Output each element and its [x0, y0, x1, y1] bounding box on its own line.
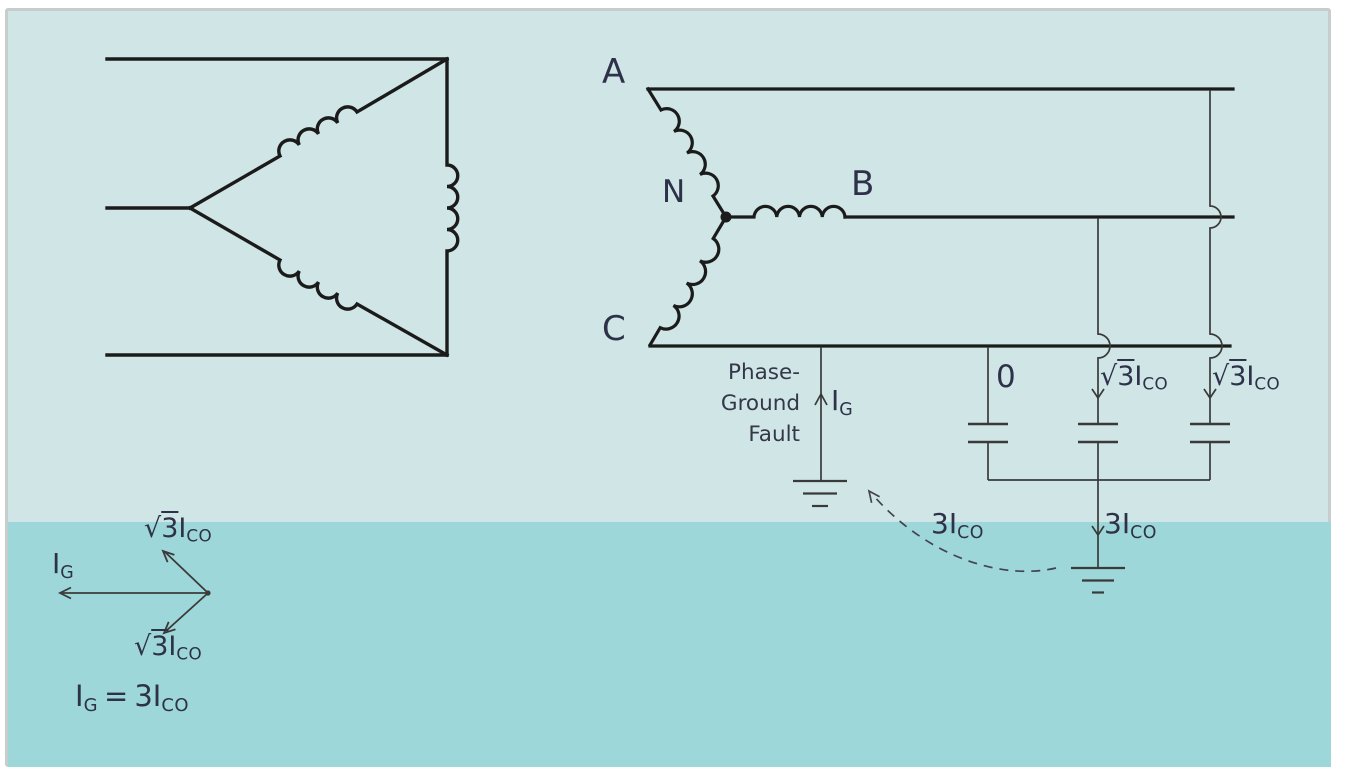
neutral-junction-dot [720, 211, 732, 223]
ground-symbol-fault [793, 479, 847, 508]
delta-lower-coil [187, 205, 450, 358]
vector-lower-line [165, 592, 209, 632]
label-fault-line2: Ground [720, 391, 800, 416]
label-fault-line1: Phase- [728, 360, 800, 385]
dashed-return-current [867, 489, 1057, 573]
label-neutral-ground-current: 3ICO [1104, 507, 1157, 543]
label-dashed-return-current: 3ICO [931, 507, 984, 543]
label-phase-b: B [851, 164, 875, 204]
wye-winding [645, 86, 1235, 348]
delta-winding [105, 56, 460, 358]
arrowhead-dashed-return [867, 489, 881, 503]
delta-upper-coil [187, 56, 450, 211]
vector-origin-dot [205, 590, 211, 596]
label-vector-top: √3ICO [144, 513, 213, 546]
label-fault-current: IG [831, 384, 854, 420]
label-fault-line3: Fault [748, 422, 800, 447]
vector-diagram [57, 549, 211, 635]
capacitor-phase-a [1190, 422, 1230, 444]
label-zero-current: 0 [996, 359, 1016, 395]
label-sqrt3ico-b: √3ICO [1100, 361, 1169, 394]
arrowhead-fault-up [814, 392, 828, 406]
label-vector-ig: IG [52, 547, 75, 583]
wye-coil-b [724, 204, 847, 219]
capacitive-network [968, 90, 1230, 594]
delta-right-coil [445, 57, 460, 357]
arrowhead-vector-ig [57, 586, 72, 600]
capacitor-phase-c [968, 422, 1008, 444]
wye-coil-c [647, 214, 729, 348]
dropper-phase-b [1097, 218, 1111, 423]
label-phase-a: A [602, 52, 626, 92]
label-sqrt3ico-a: √3ICO [1212, 361, 1281, 394]
label-neutral: N [662, 174, 686, 210]
capacitor-phase-b [1078, 422, 1118, 444]
label-fault: Phase- Ground Fault [721, 357, 800, 450]
label-vector-equation: IG=3ICO [75, 679, 190, 717]
wye-coil-a [645, 86, 729, 220]
dropper-phase-a [1209, 90, 1223, 423]
arrowhead-dropper-b [1091, 388, 1105, 400]
diagram-panel-lower-band [8, 522, 1331, 767]
label-vector-bottom: √3ICO [134, 631, 203, 664]
arrowhead-neutral-ground [1091, 525, 1105, 537]
arrowhead-dropper-a [1203, 388, 1217, 400]
dashed-return-path [871, 493, 1057, 573]
vector-upper-line [164, 551, 209, 594]
ground-symbol-neutral [1071, 566, 1125, 594]
label-phase-c: C [602, 309, 626, 349]
arrowhead-vector-lower [162, 621, 176, 635]
fault-branch [793, 347, 847, 508]
arrowhead-vector-upper [161, 549, 175, 563]
